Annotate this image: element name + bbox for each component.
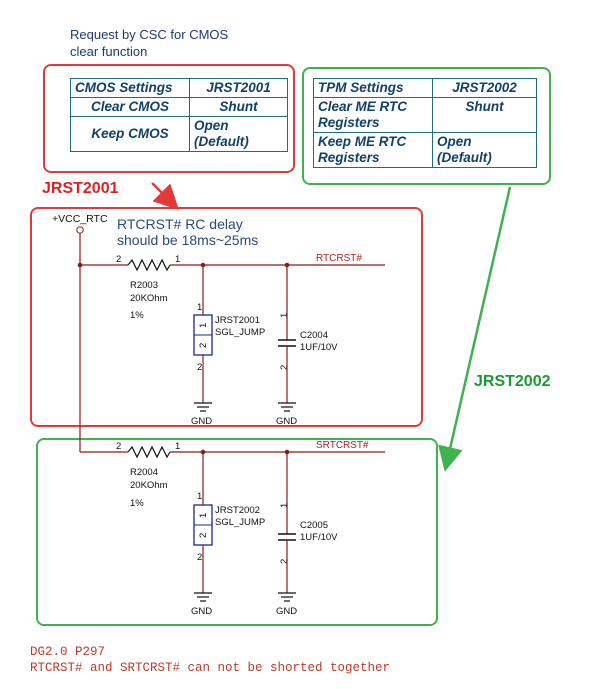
table-cell: Keep ME RTC Registers [313,132,433,168]
r2004-ref: R2004 [130,467,158,478]
gnd-label: GND [276,416,297,427]
table-cell: Shunt [189,97,288,117]
jrst2001-callout-label: JRST2001 [42,180,119,197]
r2003-tolerance: 1% [130,310,144,321]
rc-delay-note-line-2: should be 18ms~25ms [117,232,258,248]
c2005-ref: C2005 [300,520,328,531]
pin-number: 1 [279,503,290,508]
jrst2002-callout-label: JRST2002 [474,373,551,390]
gnd-label: GND [191,416,212,427]
rtcrst-net-label: RTCRST# [316,253,362,264]
r2003-value: 20KOhm [130,293,168,304]
pin-number: 1 [198,513,209,518]
pin-number: 1 [197,302,202,313]
table-row: Clear ME RTC Registers Shunt [313,97,537,133]
table-row: Keep ME RTC Registers Open (Default) [313,132,537,168]
table-cell: Clear ME RTC Registers [313,97,433,133]
gnd-symbol [278,402,296,412]
table-row: TPM Settings JRST2002 [313,78,537,98]
jrst2001-ref: JRST2001 [215,315,260,326]
c2004-ref: C2004 [300,330,328,341]
pin-number: 1 [175,254,180,265]
table-header-cell: JRST2002 [432,78,537,98]
table-row: Keep CMOS Open (Default) [70,116,288,152]
r2003-ref: R2003 [130,280,158,291]
pin-number: 2 [279,559,290,564]
pin-number: 1 [175,441,180,452]
power-pin [76,226,84,234]
srtcrst-net-label: SRTCRST# [316,440,369,451]
cmos-table-frame [43,64,295,173]
pin-number: 2 [116,441,121,452]
pin-number: 2 [279,365,290,370]
cmos-settings-table: CMOS Settings JRST2001 Clear CMOS Shunt … [70,78,288,152]
pin-number: 2 [198,533,209,538]
jrst2001-arrow [151,182,180,211]
jrst2002-circuit-frame [36,438,438,626]
resistor-r2004-symbol [127,445,171,459]
pin-number: 1 [198,323,209,328]
tpm-settings-table: TPM Settings JRST2002 Clear ME RTC Regis… [313,78,537,168]
jrst2002-ref: JRST2002 [215,505,260,516]
pin-number: 2 [198,343,209,348]
table-cell: Open (Default) [432,132,537,168]
r2004-value: 20KOhm [130,480,168,491]
gnd-symbol [194,402,212,412]
rc-delay-note-line-1: RTCRST# RC delay [117,216,243,232]
pin-number: 1 [197,491,202,502]
footer-reference: DG2.0 P297 [30,645,106,659]
c2004-value: 1UF/10V [300,342,338,353]
gnd-label: GND [191,606,212,617]
gnd-symbol [278,592,296,602]
gnd-label: GND [276,606,297,617]
pin-number: 2 [197,552,202,563]
request-note: Request by CSC for CMOS clear function [70,26,228,60]
jrst2002-arrow [438,186,512,472]
jrst2001-type: SGL_JUMP [215,327,265,338]
r2004-tolerance: 1% [130,498,144,509]
request-note-line-2: clear function [70,44,148,59]
jrst2001-circuit-frame [30,207,423,427]
resistor-r2003-symbol [127,258,171,272]
gnd-symbol [194,592,212,602]
c2005-value: 1UF/10V [300,532,338,543]
jrst2002-type: SGL_JUMP [215,517,265,528]
tpm-table-frame [302,67,551,185]
table-row: Clear CMOS Shunt [70,97,288,117]
table-cell: Keep CMOS [70,116,190,152]
pin-number: 2 [197,362,202,373]
footer-warning: RTCRST# and SRTCRST# can not be shorted … [30,661,391,675]
pin-number: 1 [279,313,290,318]
pin-number: 2 [116,254,121,265]
request-note-line-1: Request by CSC for CMOS [70,27,229,42]
power-net-label: +VCC_RTC [52,213,108,225]
table-cell: Open (Default) [189,116,288,152]
